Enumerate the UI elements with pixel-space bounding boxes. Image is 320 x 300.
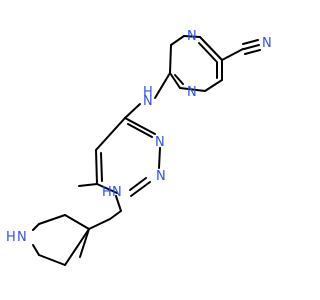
atom-pyrazine-n-bottom: N xyxy=(187,85,197,100)
nitrile-bond-b xyxy=(243,44,260,50)
ch2-to-quaternary-bond xyxy=(109,210,122,220)
atom-piperidine-n: N xyxy=(17,230,27,245)
background xyxy=(0,0,300,300)
atom-pyrimidine-n-bottom: N xyxy=(156,169,166,184)
nitrile-bond-c xyxy=(244,49,261,55)
pyrazine-bond-5 xyxy=(204,79,223,92)
nitrile-to-ring-bond xyxy=(221,48,244,61)
pyrazine-bond-4-inner xyxy=(174,74,184,85)
quaternary-to-ch2-bond xyxy=(88,218,111,230)
atom-pyrazine-n-top: N xyxy=(187,29,197,44)
pyrazine-to-nh-bond xyxy=(154,72,171,99)
methyl-bond xyxy=(79,228,90,258)
nh-to-ch2-bond xyxy=(115,195,122,212)
atom-labels: N N N N H N N H N H N xyxy=(6,29,272,245)
pyrimidine-bond-3 xyxy=(130,181,151,197)
pyrazine-bond-4 xyxy=(169,72,181,89)
piperidine-bond-3 xyxy=(32,223,40,231)
piperidine-bond-5 xyxy=(38,254,66,266)
pyrazine-top-bond xyxy=(183,35,201,38)
pyrimidine-bond-4 xyxy=(96,183,118,194)
atom-amine-bottom-h: H xyxy=(102,185,112,200)
pyrimidine-bond-6 xyxy=(95,117,126,151)
pyrimidine-bond-5 xyxy=(95,149,98,185)
atom-nitrile-n: N xyxy=(262,36,272,51)
atom-pyrimidine-n-right: N xyxy=(155,135,165,150)
piperidine-bond-4 xyxy=(32,244,40,256)
pyrazine-bottom-bond xyxy=(179,87,206,92)
pyrazine-bond-1 xyxy=(199,36,223,61)
pyrimidine-bond-5-inner xyxy=(100,152,103,182)
piperidine-bond-1 xyxy=(64,214,90,230)
pyrimidine-bond-3-inner xyxy=(129,177,147,191)
pyrazine-bond-3 xyxy=(169,44,172,74)
atom-amine-top-h: H xyxy=(143,85,153,100)
nitrile-bond-a xyxy=(242,39,259,45)
pyrimidine-bond-1 xyxy=(124,117,156,135)
molecule-structure-diagram: N N N N H N N H N H N xyxy=(0,0,300,300)
pyrazine-bond-2 xyxy=(170,35,185,46)
nh-to-pyrimidine-bond xyxy=(124,103,141,119)
pyrimidine-bond-2 xyxy=(158,147,161,169)
atom-amine-bottom-n: N xyxy=(112,185,122,200)
bonds xyxy=(32,35,261,266)
piperidine-bond-6 xyxy=(64,228,90,266)
pyrazine-bond-1-inner xyxy=(198,42,217,62)
pyrimidine-bond-1-inner xyxy=(127,123,153,138)
atom-piperidine-h: H xyxy=(6,230,16,245)
piperidine-bond-2 xyxy=(38,214,66,225)
pyrimidine-to-nh-bond xyxy=(78,183,98,187)
atom-amine-top-n: N xyxy=(143,94,153,109)
